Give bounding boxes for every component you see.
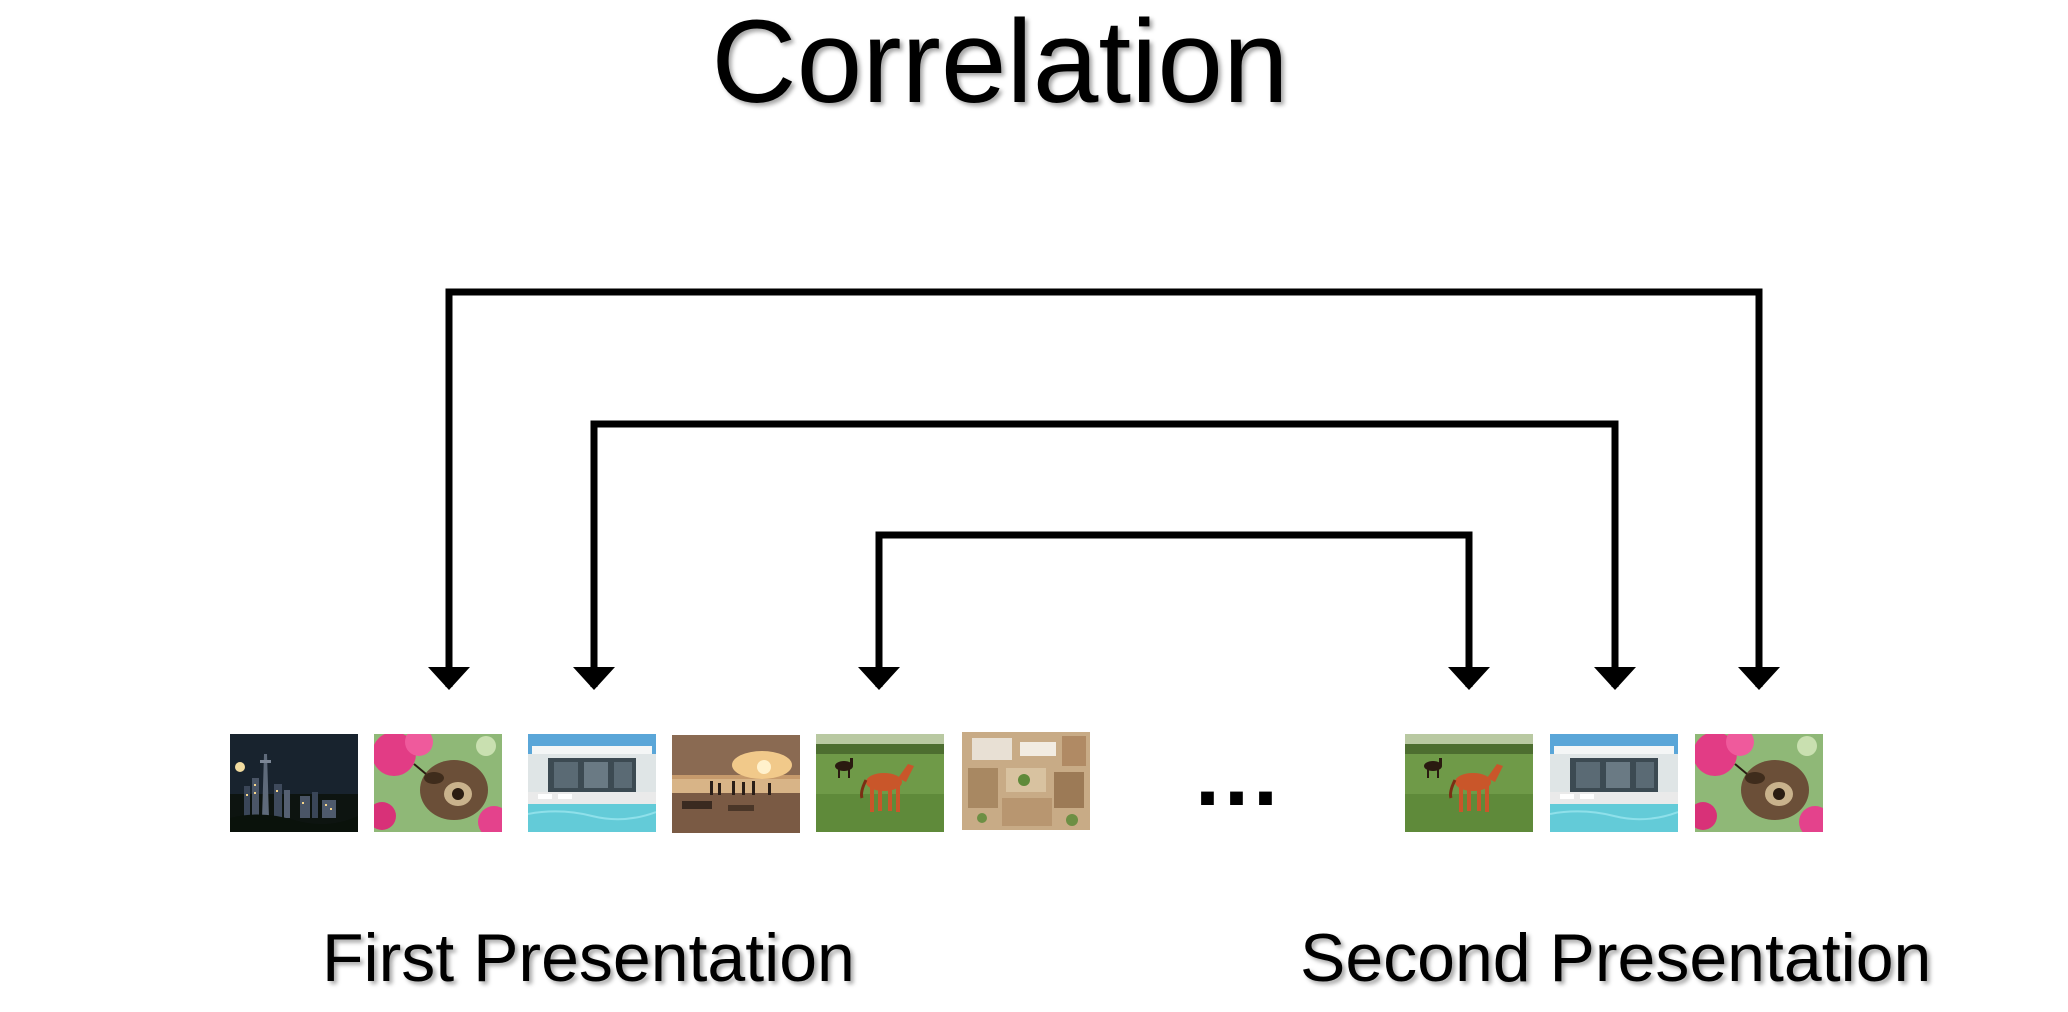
connection-inner-arrow bbox=[858, 531, 1490, 690]
aerial-courtyard-image bbox=[962, 732, 1090, 830]
butterfly-flower-image bbox=[374, 734, 502, 832]
modern-house-pool-image bbox=[528, 734, 656, 832]
connection-outer-arrow bbox=[428, 288, 1780, 690]
beach-sunset-image bbox=[672, 735, 800, 833]
butterfly-flower-repeat-image bbox=[1695, 734, 1823, 832]
connection-middle-arrow bbox=[573, 420, 1636, 690]
first-presentation-caption: First Presentation bbox=[322, 920, 855, 996]
slide-title: Correlation bbox=[711, 0, 1289, 128]
modern-house-pool-repeat-image bbox=[1550, 734, 1678, 832]
city-skyline-image bbox=[230, 734, 358, 832]
second-presentation-caption: Second Presentation bbox=[1300, 920, 1932, 996]
horses-grass-image bbox=[816, 734, 944, 832]
sequence-ellipsis: ... bbox=[1195, 725, 1283, 825]
horses-grass-repeat-image bbox=[1405, 734, 1533, 832]
